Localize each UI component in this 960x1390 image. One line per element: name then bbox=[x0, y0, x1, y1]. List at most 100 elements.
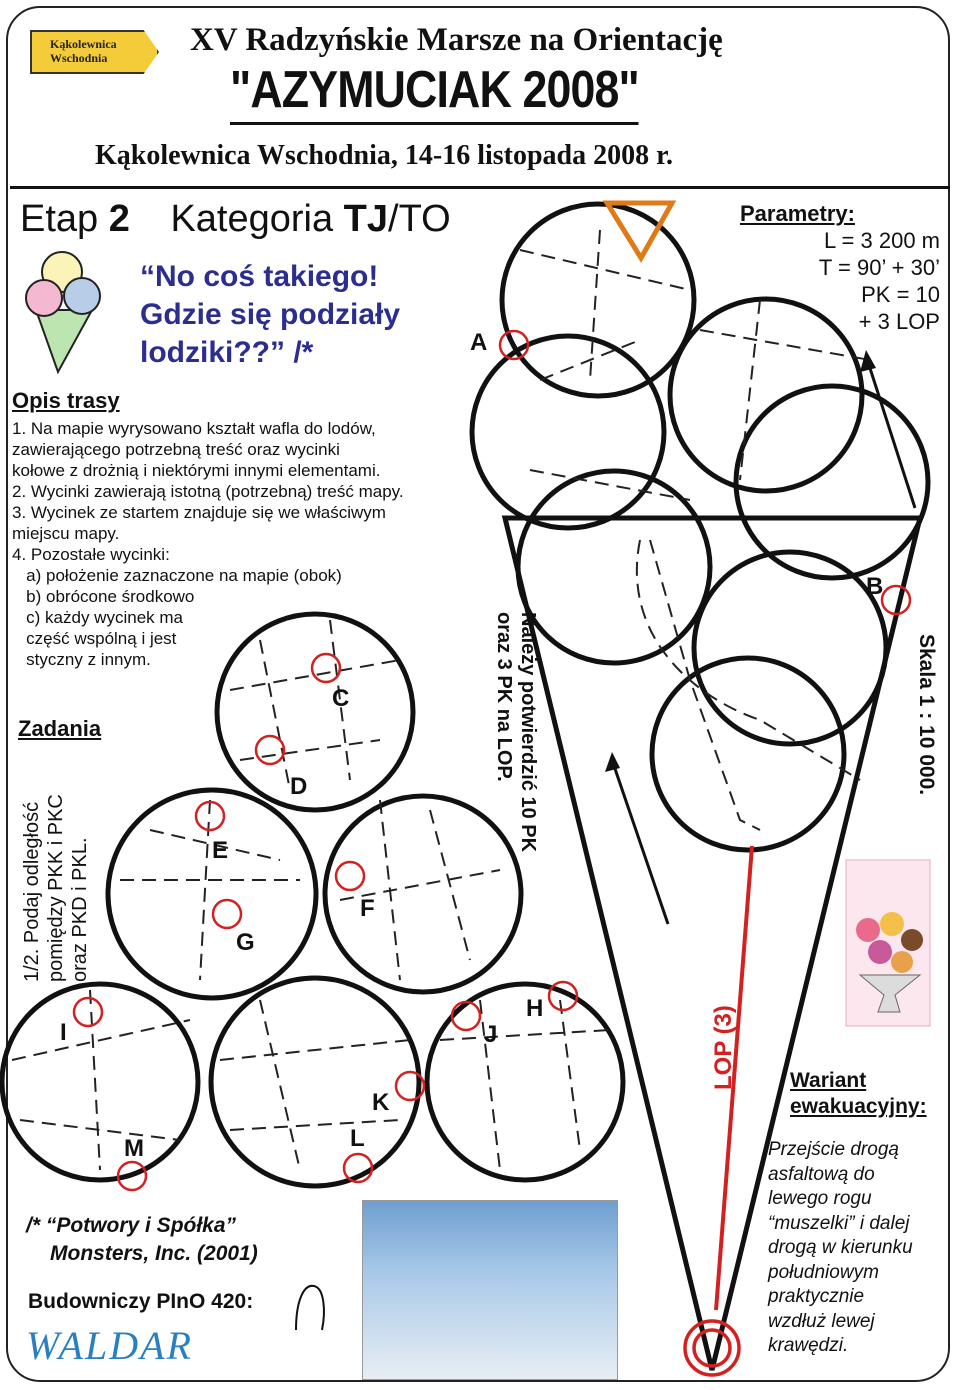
evacuation-line: lewego rogu bbox=[768, 1188, 872, 1209]
finish-outer-circle bbox=[683, 1319, 741, 1377]
control-marker bbox=[254, 734, 286, 766]
route-line: część wspólną i jest bbox=[12, 629, 177, 648]
route-line: a) położenie zaznaczone na mapie (obok) bbox=[12, 566, 342, 585]
yeti-movie-still bbox=[362, 1200, 618, 1380]
ice-cream-cone-illustration bbox=[25, 251, 101, 375]
event-place-date: Kąkolewnica Wschodnia, 14-16 listopada 2… bbox=[95, 140, 673, 171]
control-marker bbox=[498, 329, 530, 361]
event-name: "AZYMUCIAK 2008" bbox=[230, 60, 640, 125]
category-word: Kategoria bbox=[170, 198, 334, 240]
north-arrow bbox=[866, 361, 917, 509]
stage-word: Etap bbox=[20, 198, 99, 240]
evacuation-heading-line2: ewakuacyjny: bbox=[790, 1095, 927, 1118]
control-marker bbox=[342, 1152, 374, 1184]
scoop-circle-middle bbox=[515, 468, 713, 666]
route-line: c) każdy wycinek ma bbox=[12, 608, 183, 627]
control-marker bbox=[547, 980, 579, 1012]
builder-signature: WALDAR bbox=[26, 1323, 193, 1368]
control-label: L bbox=[350, 1125, 365, 1152]
control-label: M bbox=[124, 1135, 144, 1162]
control-marker bbox=[450, 1000, 482, 1032]
cutout-im-paths bbox=[11, 989, 191, 1171]
control-label: J bbox=[484, 1021, 497, 1048]
control-label: H bbox=[526, 995, 543, 1022]
evacuation-line: drogą w kierunku bbox=[768, 1237, 913, 1258]
route-line: styczny z innym. bbox=[12, 650, 151, 669]
control-marker bbox=[310, 652, 342, 684]
event-title: XV Radzyńskie Marsze na Orientację bbox=[190, 22, 723, 58]
stage-number: 2 bbox=[108, 198, 130, 240]
control-label: K bbox=[372, 1089, 390, 1116]
param-length: L = 3 200 m bbox=[824, 228, 940, 253]
evacuation-line: południowym bbox=[768, 1261, 879, 1283]
route-line: b) obrócone środkowo bbox=[12, 587, 195, 606]
param-pk: PK = 10 bbox=[861, 282, 940, 307]
cutout-hj-paths bbox=[439, 999, 611, 1171]
quote-line3: lodziki??” /* bbox=[140, 336, 314, 369]
route-description: 1. Na mapie wyrysowano kształt wafla do … bbox=[12, 418, 404, 670]
stage-category-line: Etap 2 Kategoria TJ/TO bbox=[20, 198, 451, 241]
quote-text: “No coś takiego! Gdzie się podziały lodz… bbox=[140, 258, 470, 372]
evacuation-line: krawędzi. bbox=[768, 1335, 849, 1356]
cutout-cd-paths bbox=[229, 619, 401, 791]
evacuation-line: asfaltową do bbox=[768, 1163, 875, 1185]
route-line: kołowe z drożnią i niektórymi innymi ele… bbox=[12, 461, 381, 480]
course-parameters: Parametry: L = 3 200 m T = 90’ + 30’ PK … bbox=[740, 200, 940, 335]
lop-route-line bbox=[714, 845, 754, 1311]
cutout-circle-kl bbox=[208, 975, 422, 1189]
evacuation-heading: Wariant ewakuacyjny: bbox=[790, 1068, 927, 1120]
course-builder: Budowniczy PInO 420: bbox=[28, 1290, 254, 1313]
control-label: F bbox=[360, 895, 375, 922]
header-divider bbox=[10, 186, 950, 189]
control-marker bbox=[394, 1070, 426, 1102]
cutout-circle-cd bbox=[214, 611, 416, 813]
route-line: zawierającego potrzebną treść oraz wycin… bbox=[12, 440, 340, 459]
control-marker bbox=[880, 584, 912, 616]
scoop-circle-right bbox=[733, 383, 931, 581]
cutout-circle-im bbox=[0, 981, 201, 1183]
route-line: 1. Na mapie wyrysowano kształt wafla do … bbox=[12, 419, 376, 438]
route-heading: Opis trasy bbox=[12, 388, 120, 413]
scoop-circle-left bbox=[469, 333, 667, 531]
scoop-circle-cone-right bbox=[691, 549, 889, 747]
cutout-kl-paths bbox=[219, 999, 411, 1171]
evacuation-line: Przejście drogą bbox=[768, 1139, 899, 1160]
cone-outline bbox=[501, 515, 924, 1371]
footnote-line1: /* “Potwory i Spółka” bbox=[26, 1214, 237, 1237]
control-marker bbox=[194, 800, 226, 832]
north-arrow-head bbox=[860, 350, 876, 372]
village-sign-logo: Kąkolewnica Wschodnia bbox=[30, 30, 159, 74]
cutout-circle-hj bbox=[424, 981, 626, 1183]
route-line: 3. Wycinek ze startem znajduje się we wł… bbox=[12, 503, 386, 522]
lop-label: LOP (3) bbox=[710, 1005, 737, 1090]
tasks-heading: Zadania bbox=[18, 716, 102, 741]
footnote-line2: Monsters, Inc. (2001) bbox=[50, 1242, 258, 1265]
quote-line2: Gdzie się podziały bbox=[140, 298, 401, 331]
cone-dashed-paths bbox=[519, 229, 871, 831]
evacuation-heading-line1: Wariant bbox=[790, 1069, 867, 1092]
confirm-line1: Należy potwierdzić 10 PK bbox=[517, 612, 539, 853]
logo-text-line1: Kąkolewnica bbox=[50, 37, 117, 51]
route-line: 2. Wycinki zawierają istotną (potrzebną)… bbox=[12, 482, 404, 501]
param-lop: + 3 LOP bbox=[858, 309, 940, 334]
finish-inner-circle bbox=[692, 1328, 732, 1368]
control-label: A bbox=[470, 329, 487, 356]
confirm-instructions: Należy potwierdzić 10 PK oraz 3 PK na LO… bbox=[492, 612, 540, 852]
evacuation-line: wzdłuż lewej bbox=[768, 1310, 875, 1332]
cone-dashed-track bbox=[635, 539, 861, 781]
footnote: /* “Potwory i Spółka” Monsters, Inc. (20… bbox=[26, 1212, 258, 1268]
control-label: C bbox=[332, 685, 349, 712]
category-bold: TJ bbox=[343, 198, 389, 240]
param-time: T = 90’ + 30’ bbox=[818, 255, 940, 280]
control-label: G bbox=[236, 929, 255, 956]
cutout-eg-paths bbox=[120, 799, 300, 981]
sundae-illustration bbox=[845, 859, 931, 1027]
quote-line1: “No coś takiego! bbox=[140, 260, 379, 293]
scoop-circle-cone-low bbox=[649, 655, 847, 853]
route-line: 4. Pozostałe wycinki: bbox=[12, 545, 170, 564]
map-scale: Skala 1 : 10 000. bbox=[915, 634, 938, 796]
cutout-circle-eg bbox=[105, 787, 319, 1001]
scoop-circle-upper-right bbox=[667, 296, 865, 494]
